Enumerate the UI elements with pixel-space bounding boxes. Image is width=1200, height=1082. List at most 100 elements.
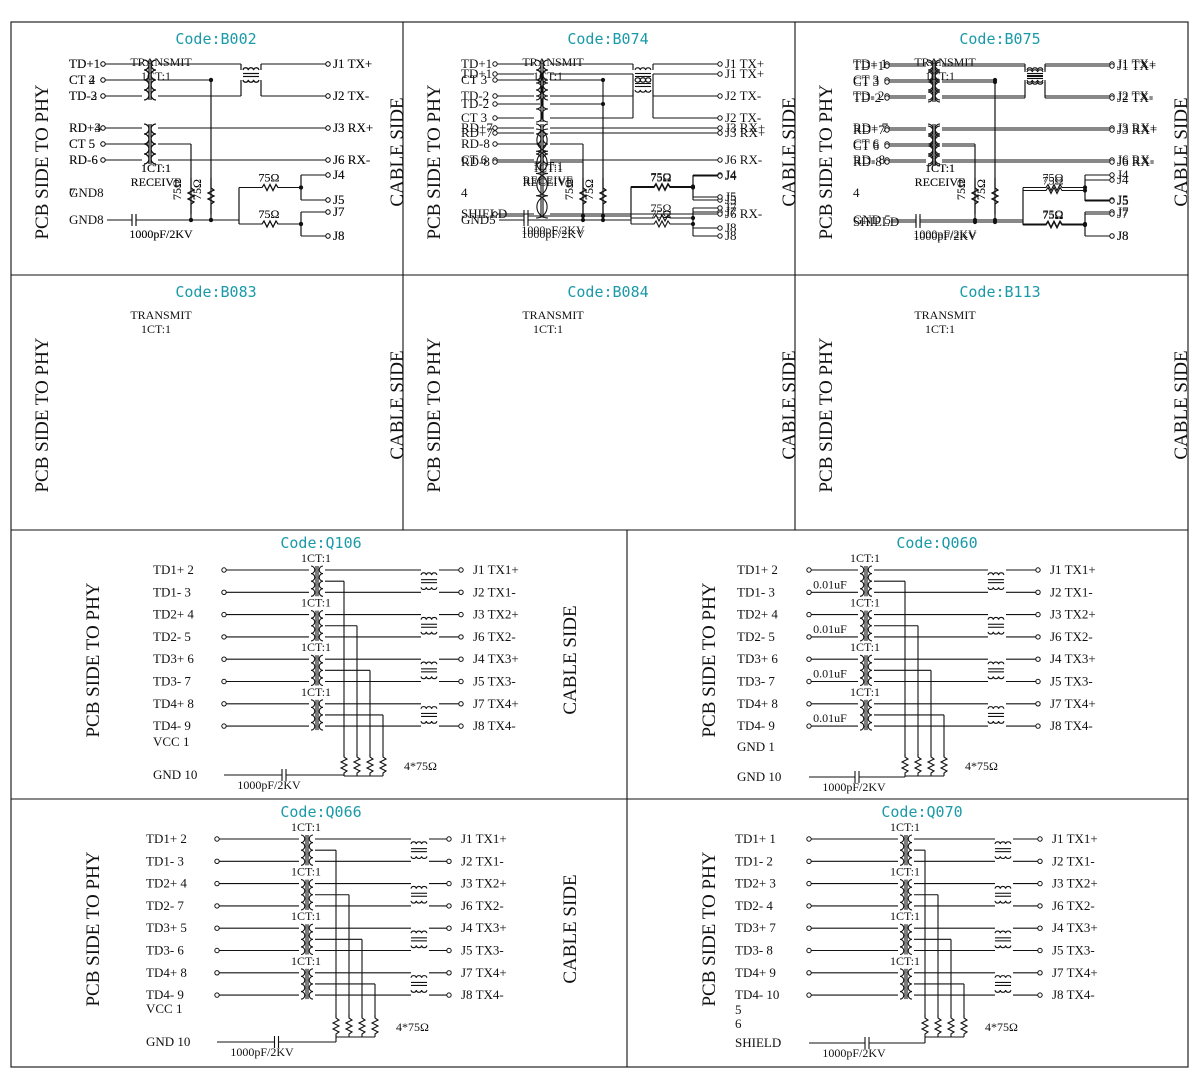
cable-pin-label: J6 TX2-	[461, 898, 504, 913]
terminal-circle	[806, 858, 812, 864]
terminal-circle	[492, 211, 498, 217]
terminal-circle	[214, 970, 220, 976]
pin-label: SHIELD	[735, 1035, 781, 1050]
cable-pin-label: J8	[1117, 228, 1129, 243]
terminal-circle	[1109, 211, 1115, 217]
terminal-circle	[100, 77, 106, 83]
choke-winding	[987, 616, 1005, 620]
pin-label: TD4- 9	[153, 718, 191, 733]
pin-label: TD-2	[461, 96, 489, 111]
terminal-circle	[325, 61, 331, 67]
cable-pin-label: J8	[725, 220, 737, 235]
terminal-circle	[806, 992, 812, 998]
terminal-circle	[806, 947, 812, 954]
terminal-circle	[1037, 947, 1043, 954]
cable-pin-label: J5 TX3-	[461, 943, 504, 958]
cable-pin-label: J7	[1117, 204, 1129, 219]
terminal-circle	[1035, 634, 1041, 640]
code-label: Code:B074	[567, 30, 648, 48]
terminal-circle	[806, 723, 812, 729]
terminal-circle	[325, 157, 331, 163]
choke-winding	[1026, 67, 1044, 71]
choke-winding	[420, 616, 438, 620]
capacitor-value: 1000pF/2KV	[129, 227, 193, 241]
cable-pin-label: J7	[333, 204, 345, 219]
terminal-circle	[884, 143, 890, 149]
terminal-circle	[1035, 656, 1041, 662]
resistor-icon	[631, 183, 693, 192]
terminal-circle	[717, 211, 723, 217]
terminal-circle	[492, 77, 498, 83]
choke-winding	[1026, 69, 1044, 73]
pin-label: TD2+ 4	[737, 607, 778, 622]
resistor-value: 75Ω	[954, 179, 968, 200]
pcb-side-label: PCB SIDE TO PHY	[424, 84, 445, 239]
resistor-icon	[920, 1015, 930, 1037]
junction-dot	[208, 217, 214, 223]
cable-pin-label: J1 TX1+	[1050, 562, 1096, 577]
resistor-icon	[370, 1015, 380, 1037]
ratio-label: 1CT:1	[533, 69, 563, 83]
resistor-value: 75Ω	[582, 179, 596, 200]
choke-winding	[987, 676, 1005, 680]
cable-pin-label: J1 TX+	[333, 56, 372, 71]
pin-label: 5	[735, 1002, 742, 1017]
choke-winding	[994, 856, 1012, 860]
resistor-value: 75Ω	[582, 179, 596, 200]
pin-label: CT 6	[853, 136, 880, 151]
winding	[934, 125, 941, 167]
cable-pin-label: J5	[333, 192, 345, 207]
terminal-circle	[214, 858, 220, 864]
ratio-label: 1CT:1	[890, 865, 920, 879]
cable-pin-label: J5	[1117, 192, 1129, 207]
pin-label: TD3+ 6	[153, 651, 194, 666]
terminal-circle	[100, 141, 106, 147]
terminal-circle	[100, 157, 106, 163]
pin-label: CT 6	[461, 152, 488, 167]
terminal-circle	[100, 93, 106, 99]
terminal-circle	[717, 205, 723, 211]
capacitor-value: 1000pF/2KV	[521, 227, 585, 241]
cable-pin-label: J1 TX+	[725, 56, 764, 71]
terminal-circle	[221, 634, 227, 640]
cable-pin-label: J5 TX3-	[1052, 943, 1095, 958]
winding	[318, 610, 324, 642]
cable-pin-label: J7	[333, 204, 345, 219]
winding	[308, 968, 314, 1000]
cable-pin-label: J6 TX2-	[473, 629, 516, 644]
pin-label: 6	[735, 1016, 742, 1031]
cable-pin-label: J3 TX2+	[1052, 876, 1098, 891]
terminal-circle	[1109, 63, 1115, 69]
pin-label: GND5	[461, 212, 496, 227]
choke-winding	[987, 706, 1005, 710]
capacitor-value: 1000pF/2KV	[913, 229, 977, 243]
winding	[310, 654, 316, 687]
terminal-circle	[884, 95, 890, 101]
resistor-icon	[913, 754, 923, 776]
terminal-circle	[806, 567, 812, 573]
terminal-circle	[446, 925, 452, 931]
terminal-circle	[458, 589, 464, 595]
terminal-circle	[1109, 127, 1115, 133]
resistor-icon	[946, 1015, 956, 1037]
terminal-circle	[446, 858, 452, 864]
pcb-side-label: PCB SIDE TO PHY	[816, 337, 837, 492]
resistor-value: 75Ω	[954, 179, 968, 200]
resistor-value: 75Ω	[259, 171, 280, 185]
pin-label: RD-8	[461, 136, 490, 151]
terminal-circle	[492, 141, 498, 147]
pin-label: CT 6	[853, 138, 880, 153]
choke-winding	[1026, 81, 1044, 85]
choke-winding	[410, 856, 428, 860]
code-label: Code:Q070	[881, 803, 962, 821]
winding	[934, 59, 941, 101]
pin-label: TD2- 7	[146, 898, 184, 913]
choke-winding	[420, 572, 438, 576]
ratio-label: 1CT:1	[301, 640, 331, 654]
cable-pin-label: J3 RX+	[725, 125, 765, 140]
outer-frame	[10, 21, 1189, 1068]
terminal-circle	[717, 115, 723, 121]
cable-side-label: CABLE SIDE	[560, 874, 581, 983]
terminal-circle	[214, 947, 220, 954]
choke-winding	[994, 975, 1012, 979]
